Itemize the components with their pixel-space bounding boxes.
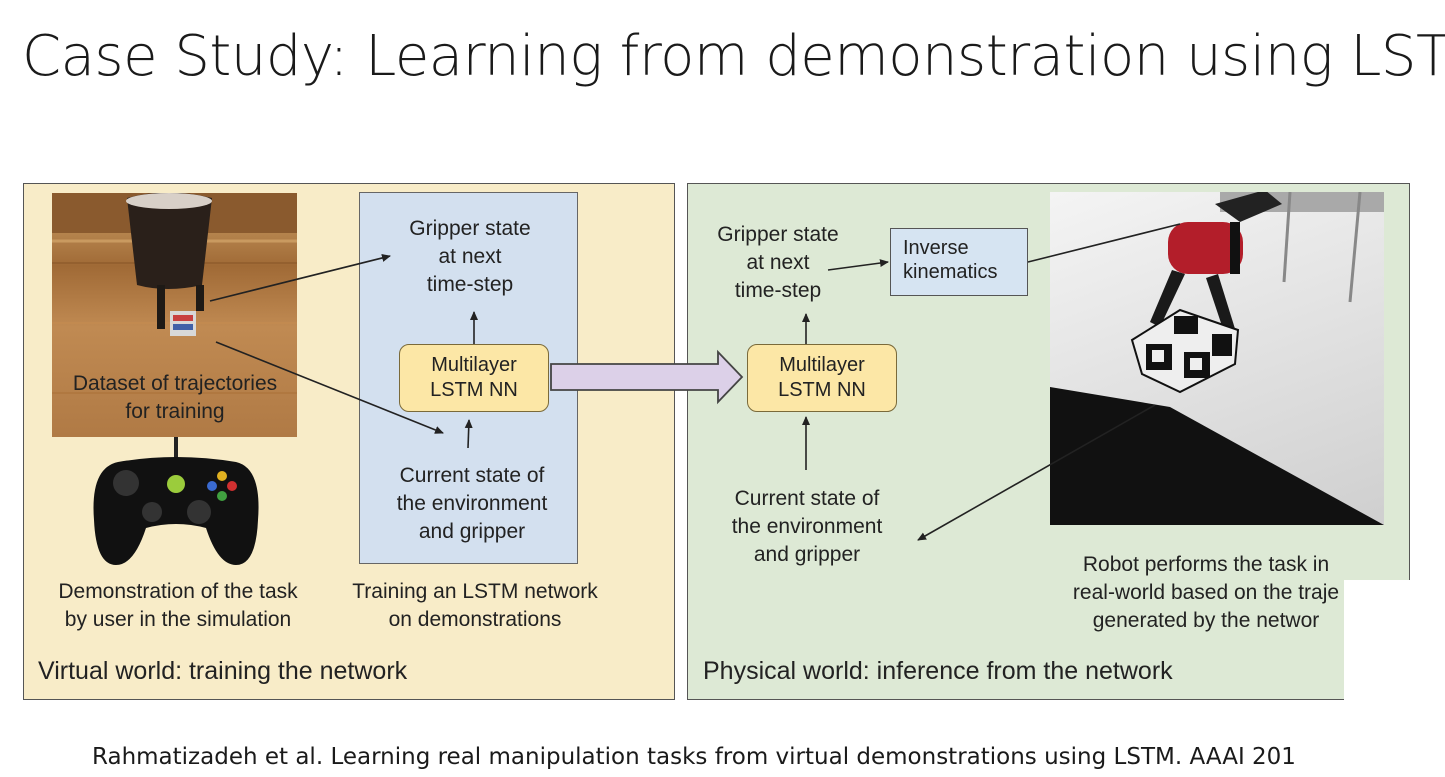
occluding-overlay: [1344, 580, 1445, 777]
inverse-kinematics-box: Inverse kinematics: [890, 228, 1028, 296]
physical-world-caption: Physical world: inference from the netwo…: [703, 657, 1173, 685]
simulation-image: [52, 193, 297, 437]
demonstration-label: Demonstration of the task by user in the…: [58, 580, 298, 631]
dataset-label: Dataset of trajectories for training: [72, 372, 278, 423]
current-state-left: Current state of the environment and gri…: [396, 464, 548, 543]
gripper-next-state-left: Gripper state at next time-step: [409, 217, 531, 296]
lstm-box-left: Multilayer LSTM NN: [399, 344, 549, 412]
training-label: Training an LSTM network on demonstratio…: [352, 580, 598, 631]
slide-title: Case Study: Learning from demonstration …: [22, 24, 1445, 89]
gripper-next-state-right: Gripper state at next time-step: [717, 223, 839, 302]
citation-footer: Rahmatizadeh et al. Learning real manipu…: [92, 744, 1296, 770]
big-transfer-arrow: [550, 349, 744, 405]
virtual-world-caption: Virtual world: training the network: [38, 657, 408, 685]
current-state-right: Current state of the environment and gri…: [731, 487, 883, 566]
robot-performs-label: Robot performs the task in real-world ba…: [1072, 553, 1340, 632]
robot-gripper-photo: [1050, 192, 1384, 525]
lstm-box-right: Multilayer LSTM NN: [747, 344, 897, 412]
